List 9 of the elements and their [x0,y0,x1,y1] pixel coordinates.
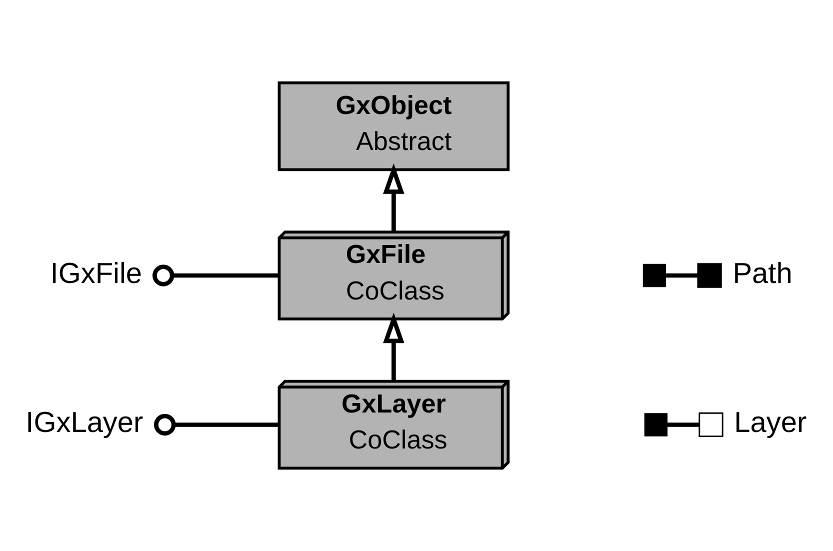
arrow [383,163,404,232]
legend-label: Path [732,258,792,290]
node-box: GxObject Abstract [278,81,510,172]
arrow [383,312,404,381]
node-text: IGxLayer [26,406,144,439]
connector [154,414,280,436]
legend-label: Layer [734,406,807,439]
node-text: IGxFile [50,258,142,290]
connector [152,264,279,286]
